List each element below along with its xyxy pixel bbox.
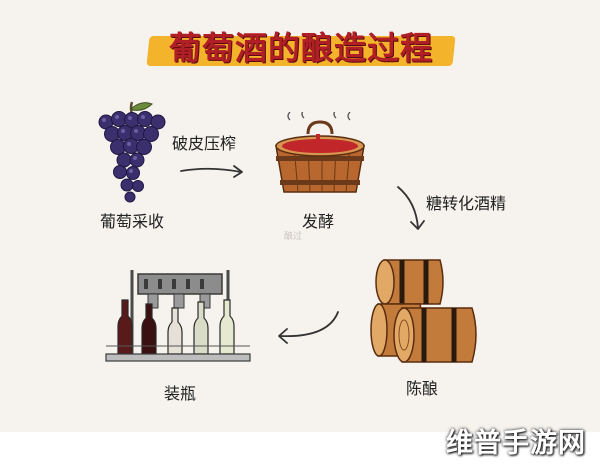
transition-label-crush: 破皮压榨: [172, 134, 237, 153]
arrow-aging-to-bottling: [278, 311, 339, 344]
transition-label-sugar-to-alcohol: 糖转化酒精: [426, 194, 507, 213]
brand-watermark: 维普手游网: [446, 428, 586, 459]
page-title: 葡萄酒的酿造过程: [168, 29, 433, 67]
grape-bunch-icon: [98, 101, 166, 203]
step-label-aging: 陈酿: [406, 379, 439, 398]
watermark-text: 酿过: [284, 232, 303, 242]
oak-barrels-icon: [370, 259, 477, 363]
step-label-harvest: 葡萄采收: [100, 212, 165, 231]
step-label-bottling: 装瓶: [164, 384, 197, 403]
fermentation-vat-icon: [275, 112, 365, 193]
arrow-harvest-to-ferment: [180, 165, 243, 178]
footer-strip: [0, 432, 600, 470]
title-banner: 葡萄酒的酿造过程: [146, 28, 456, 68]
bottling-machine-icon: [105, 270, 251, 362]
arrow-ferment-to-aging: [397, 186, 425, 230]
step-label-ferment: 发酵: [302, 212, 335, 231]
